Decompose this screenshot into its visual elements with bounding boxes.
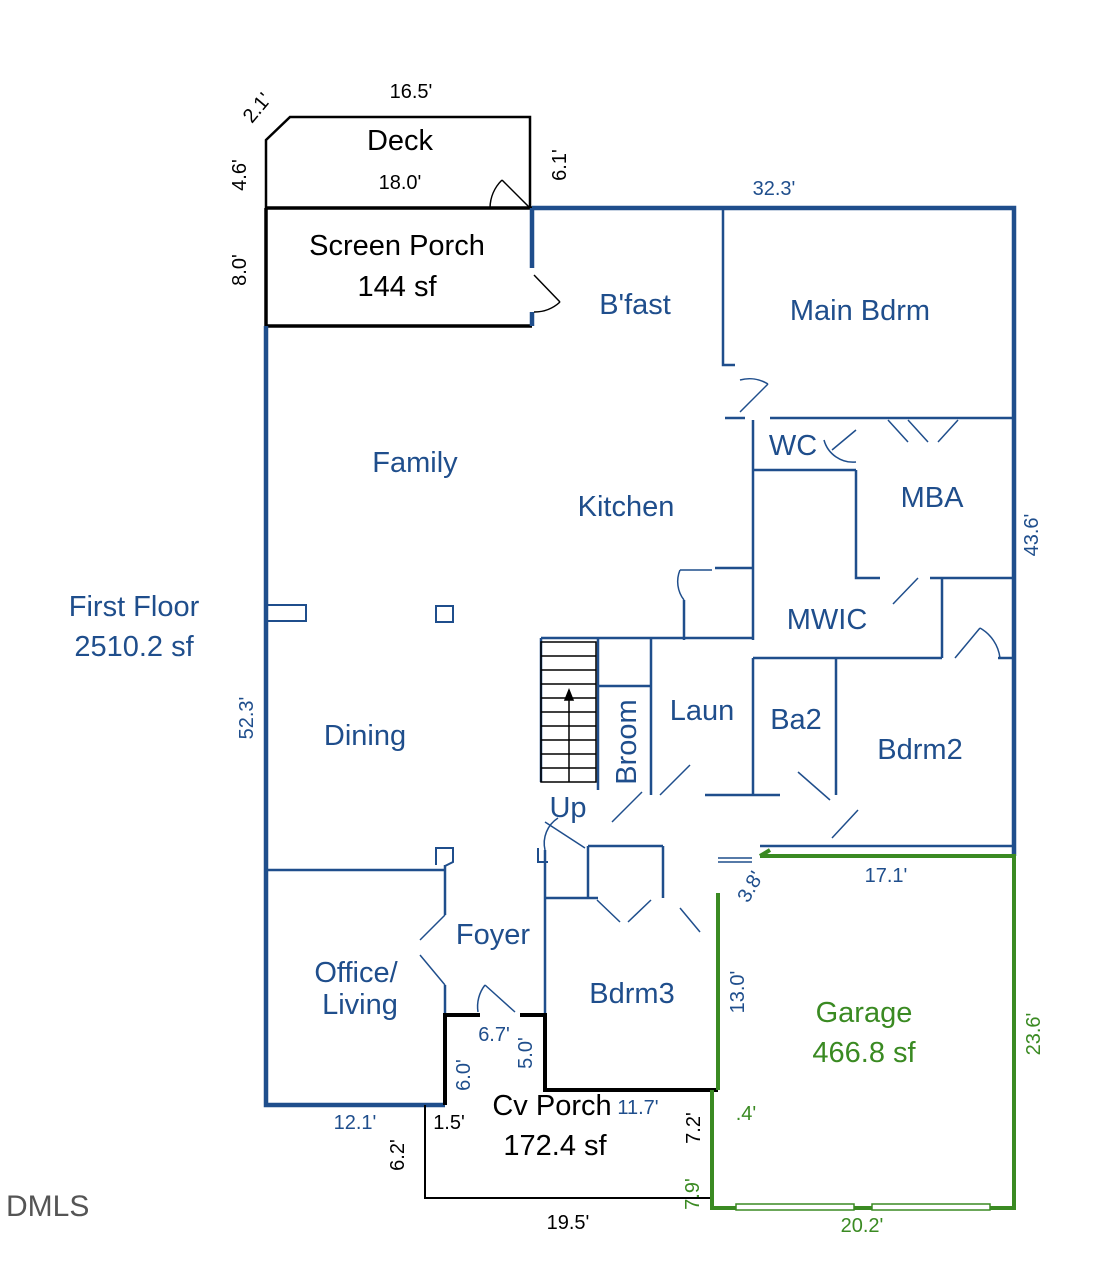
garage-doors (735, 1203, 991, 1211)
label-mba: MBA (901, 482, 965, 514)
label-kitchen: Kitchen (578, 491, 675, 523)
doors (419, 179, 1001, 1013)
interior-walls (266, 210, 1012, 1090)
house-outer-walls (263, 205, 1017, 1108)
label-cv-porch-area: 172.4 sf (503, 1130, 607, 1162)
label-deck: Deck (367, 125, 434, 157)
dim-32-3: 32.3' (753, 178, 796, 200)
label-first-floor: First Floor (69, 591, 200, 623)
screen-porch-walls (264, 206, 532, 328)
label-main-bdrm: Main Bdrm (790, 295, 930, 327)
dim-0-4: .4' (736, 1103, 757, 1125)
dim-2-1: 2.1' (239, 89, 276, 127)
dim-6-0: 6.0' (453, 1059, 475, 1091)
dim-23-6: 23.6' (1023, 1013, 1045, 1056)
label-up: Up (549, 792, 586, 824)
label-office-2: Living (322, 989, 398, 1021)
dim-5-0: 5.0' (515, 1037, 537, 1069)
columns (265, 604, 548, 867)
cv-porch-open-edge (424, 1105, 712, 1199)
dim-17-1: 17.1' (865, 865, 908, 887)
dim-6-7: 6.7' (478, 1024, 510, 1046)
dim-7-9: 7.9' (682, 1178, 704, 1210)
dim-3-8: 3.8' (733, 868, 768, 906)
deck-walls (264, 115, 532, 208)
label-cv-porch: Cv Porch (492, 1090, 611, 1122)
garage-walls (710, 848, 1016, 1210)
label-wc: WC (769, 430, 817, 462)
cv-porch-walls (443, 1013, 718, 1105)
label-office-1: Office/ (314, 957, 398, 989)
label-ba2: Ba2 (770, 704, 822, 736)
label-mwic: MWIC (787, 604, 868, 636)
dim-6-2: 6.2' (387, 1139, 409, 1171)
dim-4-6: 4.6' (229, 159, 251, 191)
label-screen-porch: Screen Porch (309, 230, 485, 262)
dim-7-2: 7.2' (683, 1112, 705, 1144)
label-first-floor-area: 2510.2 sf (74, 631, 194, 663)
stairs (540, 641, 597, 783)
label-foyer: Foyer (456, 919, 530, 951)
label-bfast: B'fast (599, 289, 671, 321)
label-garage: Garage (816, 997, 913, 1029)
dim-19-5: 19.5' (547, 1212, 590, 1234)
dim-52-3: 52.3' (236, 697, 258, 740)
dim-18-0: 18.0' (379, 172, 422, 194)
dim-13-0: 13.0' (727, 971, 749, 1014)
dim-12-1: 12.1' (334, 1112, 377, 1134)
dim-20-2: 20.2' (841, 1215, 884, 1237)
label-screen-porch-area: 144 sf (358, 271, 438, 303)
label-broom: Broom (611, 699, 643, 784)
watermark-text: DMLS (6, 1190, 89, 1223)
label-dining: Dining (324, 720, 406, 752)
label-bdrm2: Bdrm2 (877, 734, 962, 766)
dim-8-0: 8.0' (229, 254, 251, 286)
dim-11-7: 11.7' (617, 1097, 658, 1119)
dim-6-1: 6.1' (549, 149, 571, 181)
label-family: Family (372, 447, 458, 479)
label-garage-area: 466.8 sf (812, 1037, 916, 1069)
label-bdrm3: Bdrm3 (589, 978, 674, 1010)
dim-1-5: 1.5' (433, 1112, 465, 1134)
dim-43-6: 43.6' (1021, 514, 1043, 557)
label-laun: Laun (670, 695, 735, 727)
dim-16-5: 16.5' (390, 81, 433, 103)
